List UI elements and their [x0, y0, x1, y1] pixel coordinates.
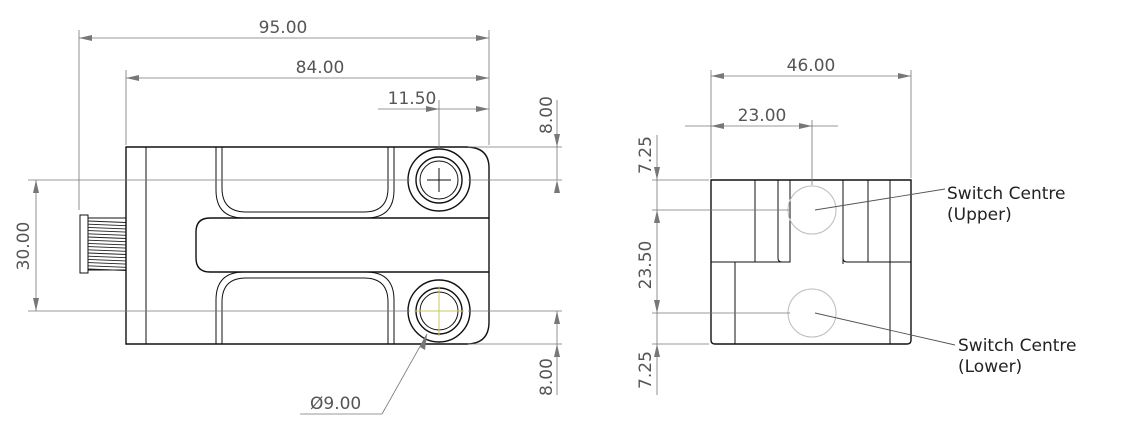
upper-switch-circle [787, 185, 837, 235]
side-view [652, 70, 956, 395]
side-body [710, 179, 912, 345]
sensor-body [125, 146, 490, 345]
dim-overall-length: 95.00 [259, 18, 308, 38]
thread-line [87, 252, 127, 255]
thread-line [87, 236, 127, 239]
thread-line [87, 226, 127, 230]
dim-hole-offset-top: 8.00 [537, 96, 557, 134]
lower-switch-circle [787, 288, 837, 338]
dim-half-width: 23.00 [738, 106, 787, 126]
thread-line [87, 255, 127, 259]
switch-centre-lower-label: Switch Centre [958, 336, 1076, 356]
thread-line [87, 258, 127, 262]
switch-centre-lower-sublabel: (Lower) [958, 357, 1022, 377]
dim-top-offset: 7.25 [636, 136, 656, 174]
dim-bottom-offset: 7.25 [636, 351, 656, 389]
sensor-slot [195, 217, 489, 273]
upper-pocket [215, 147, 395, 219]
front-view [28, 30, 562, 415]
thread-line [87, 246, 127, 249]
thread-line [87, 220, 127, 223]
thread-line [87, 223, 127, 227]
dim-width: 46.00 [787, 56, 836, 76]
switch-centre-upper-label: Switch Centre [947, 184, 1065, 204]
thread-line [87, 233, 127, 236]
dim-body-length: 84.00 [296, 58, 345, 78]
thread-line [87, 268, 127, 271]
thread-line [87, 239, 127, 243]
thread-line [87, 242, 127, 246]
lower-pocket [215, 271, 395, 344]
connector-threads [87, 220, 127, 271]
dim-hole-diameter: Ø9.00 [310, 394, 361, 414]
lower-mounting-hole [407, 279, 471, 343]
diameter-value: 9.00 [323, 394, 361, 414]
dim-switch-spacing: 23.50 [636, 241, 656, 290]
connector [79, 214, 127, 274]
thread-line [87, 230, 127, 233]
thread-line [87, 262, 127, 265]
thread-line [87, 265, 127, 268]
dim-hole-spacing: 30.00 [14, 222, 34, 271]
dim-hole-offset-bottom: 8.00 [537, 358, 557, 396]
dim-hole-offset-x: 11.50 [388, 89, 437, 109]
thread-line [87, 249, 127, 252]
upper-mounting-hole [407, 148, 471, 212]
diameter-symbol: Ø [310, 394, 323, 414]
switch-centre-upper-sublabel: (Upper) [947, 205, 1012, 225]
